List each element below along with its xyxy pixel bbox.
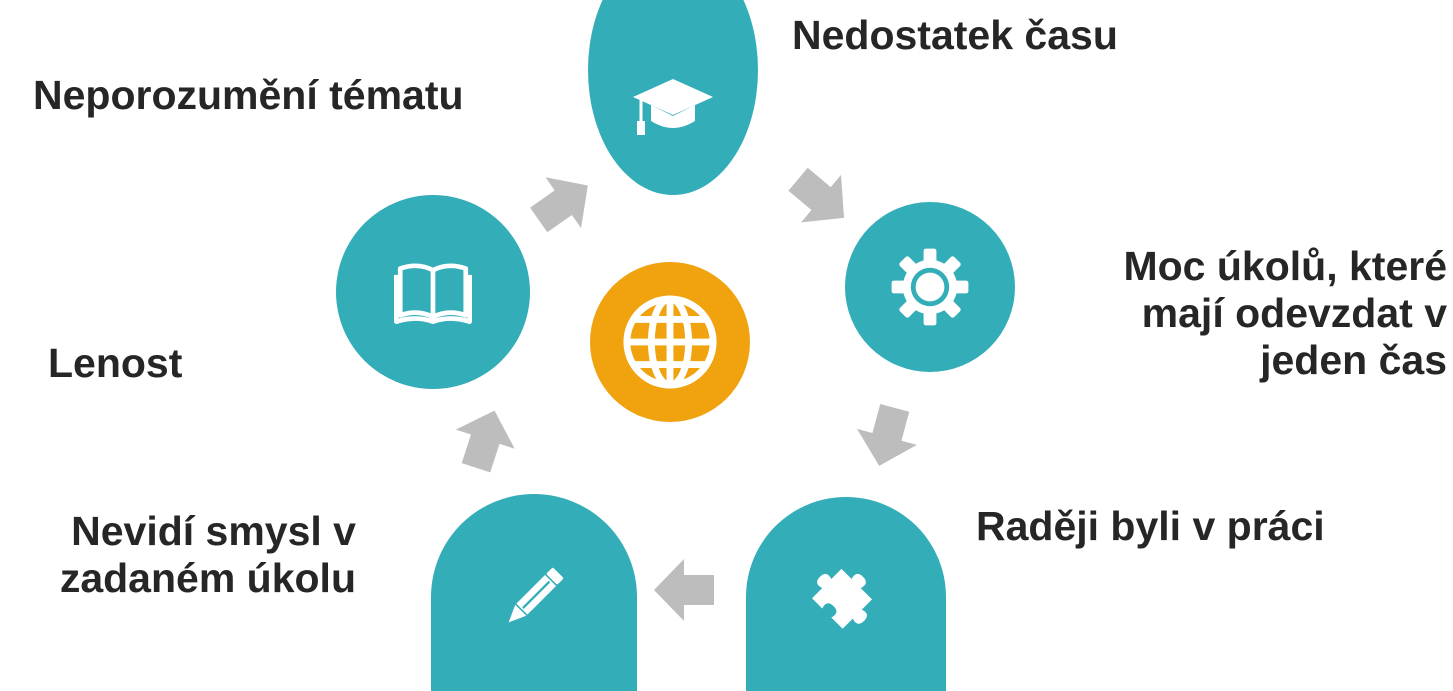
node-gear	[845, 202, 1015, 372]
label-line: jeden čas	[1260, 337, 1447, 383]
pencil-icon	[508, 567, 564, 622]
node-puzzle-piece	[746, 497, 946, 691]
label-neporozumeni-tematu: Neporozumění tématu	[33, 72, 464, 118]
label-nedostatek-casu: Nedostatek času	[792, 12, 1118, 58]
center-node	[590, 262, 750, 422]
label-moc-ukolu: Moc úkolů, které mají odevzdat v jeden č…	[1067, 243, 1447, 384]
arrow-icon	[857, 404, 917, 466]
globe-icon	[623, 295, 717, 389]
label-lenost: Lenost	[48, 340, 183, 386]
label-line: Moc úkolů, které	[1123, 243, 1447, 289]
puzzle-piece-icon	[812, 568, 873, 629]
node-graduation-cap	[588, 0, 758, 200]
graduation-cap-icon	[633, 79, 713, 135]
label-line: zadaném úkolu	[59, 555, 356, 601]
arrow-icon	[530, 177, 588, 233]
label-radeji-byli-v-praci: Raději byli v práci	[976, 503, 1325, 549]
book-icon	[394, 263, 472, 324]
arrow-icon	[654, 559, 714, 621]
node-book	[336, 195, 530, 389]
arrow-icon	[455, 410, 515, 473]
label-line: mají odevzdat v	[1141, 290, 1447, 336]
label-nevidi-smysl: Nevidí smysl v zadaném úkolu	[6, 508, 356, 602]
arrow-icon	[788, 167, 845, 223]
gear-icon	[891, 248, 969, 326]
node-pencil	[431, 494, 637, 691]
label-line: Nevidí smysl v	[71, 508, 356, 554]
